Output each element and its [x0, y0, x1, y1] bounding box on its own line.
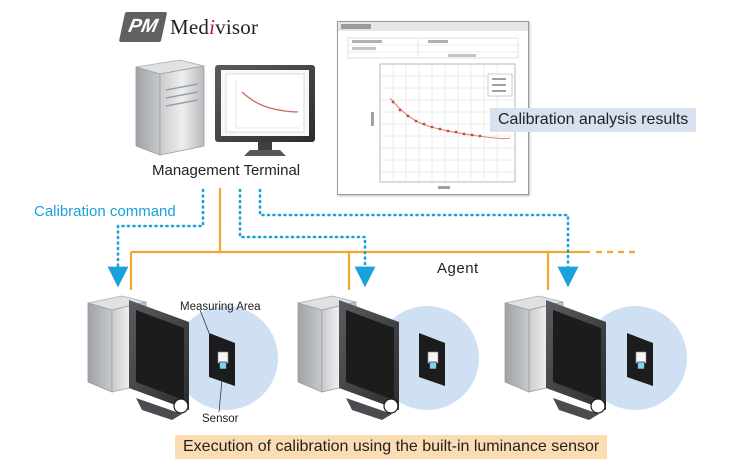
sensor-window — [219, 361, 227, 370]
calibration-command-label: Calibration command — [34, 203, 176, 220]
calibration-results-screenshot — [337, 21, 529, 195]
pm-logo-badge: PM — [118, 12, 168, 42]
agent-workstation-2 — [297, 295, 479, 420]
agent-network-lines — [129, 188, 640, 290]
measuring-area-label: Measuring Area — [180, 301, 261, 313]
execution-caption: Execution of calibration using the built… — [175, 435, 608, 459]
results-chart-thumbnail — [338, 22, 528, 189]
calibration-results-caption: Calibration analysis results — [490, 108, 697, 132]
medivisor-logo: PM Medivisor — [118, 10, 259, 44]
agent-workstation-3 — [504, 295, 687, 420]
agent-workstation-1 — [87, 295, 278, 420]
calibration-command-arrows — [107, 188, 579, 288]
agent-label: Agent — [437, 260, 479, 277]
sensor-label: Sensor — [202, 413, 239, 425]
management-monitor-icon — [215, 65, 315, 156]
agent-monitor-icon — [129, 300, 189, 420]
medivisor-wordmark: Medivisor — [170, 14, 259, 39]
management-terminal-label: Management Terminal — [152, 162, 301, 179]
management-pc-tower-icon — [135, 59, 205, 156]
sensor-spot — [173, 398, 189, 414]
